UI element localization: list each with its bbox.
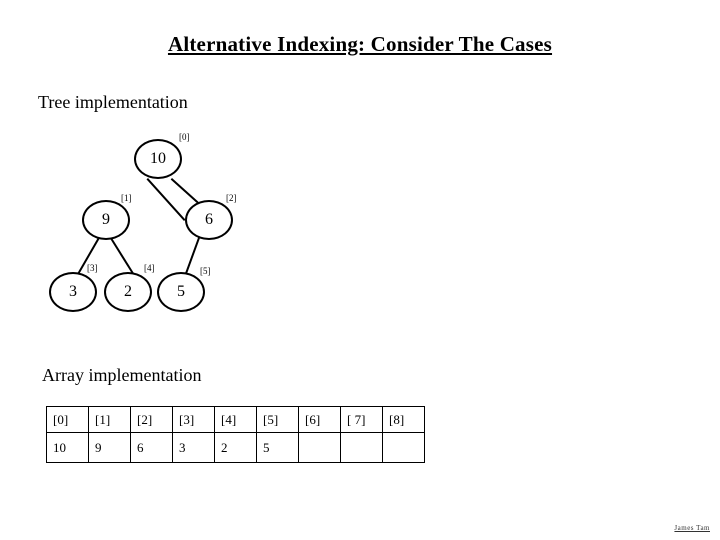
- array-header-cell: [6]: [298, 406, 341, 433]
- node-index-5: [5]: [200, 266, 211, 276]
- array-header-cell: [2]: [130, 406, 173, 433]
- node-index-2: [2]: [226, 193, 237, 203]
- array-value-cell: [382, 432, 425, 463]
- tree-section-label: Tree implementation: [38, 92, 188, 112]
- array-header-cell: [ 7]: [340, 406, 383, 433]
- array-value-cell: [340, 432, 383, 463]
- node-index-4: [4]: [144, 263, 155, 273]
- array-value-cell: 5: [256, 432, 299, 463]
- array-header-cell: [5]: [256, 406, 299, 433]
- edge-left-to-leftleft: [74, 237, 100, 280]
- array-header-cell: [3]: [172, 406, 215, 433]
- array-table: [0] [1] [2] [3] [4] [5] [6] [ 7] [8] 10 …: [46, 406, 425, 463]
- edge-left-to-leftright: [110, 238, 136, 277]
- tree-node-0: 10: [134, 139, 182, 179]
- array-value-cell: [298, 432, 341, 463]
- author-credit: James Tam: [674, 524, 710, 532]
- tree-node-5: 5: [157, 272, 205, 312]
- node-index-3: [3]: [87, 263, 98, 273]
- array-value-row: 10 9 6 3 2 5: [46, 432, 425, 463]
- array-value-cell: 10: [46, 432, 89, 463]
- array-section-label: Array implementation: [42, 365, 202, 385]
- node-index-0: [0]: [179, 132, 190, 142]
- array-value-cell: 3: [172, 432, 215, 463]
- tree-node-2: 6: [185, 200, 233, 240]
- tree-node-4: 2: [104, 272, 152, 312]
- array-header-cell: [8]: [382, 406, 425, 433]
- node-index-1: [1]: [121, 193, 132, 203]
- tree-node-3: 3: [49, 272, 97, 312]
- array-header-cell: [1]: [88, 406, 131, 433]
- array-value-cell: 2: [214, 432, 257, 463]
- page-title: Alternative Indexing: Consider The Cases: [167, 32, 553, 56]
- edge-root-to-right: [170, 178, 216, 219]
- array-header-cell: [4]: [214, 406, 257, 433]
- tree-node-1: 9: [82, 200, 130, 240]
- edge-root-to-left: [146, 178, 186, 221]
- array-header-cell: [0]: [46, 406, 89, 433]
- array-header-row: [0] [1] [2] [3] [4] [5] [6] [ 7] [8]: [46, 406, 425, 433]
- array-value-cell: 9: [88, 432, 131, 463]
- array-value-cell: 6: [130, 432, 173, 463]
- edge-right-to-rightleft: [183, 237, 200, 280]
